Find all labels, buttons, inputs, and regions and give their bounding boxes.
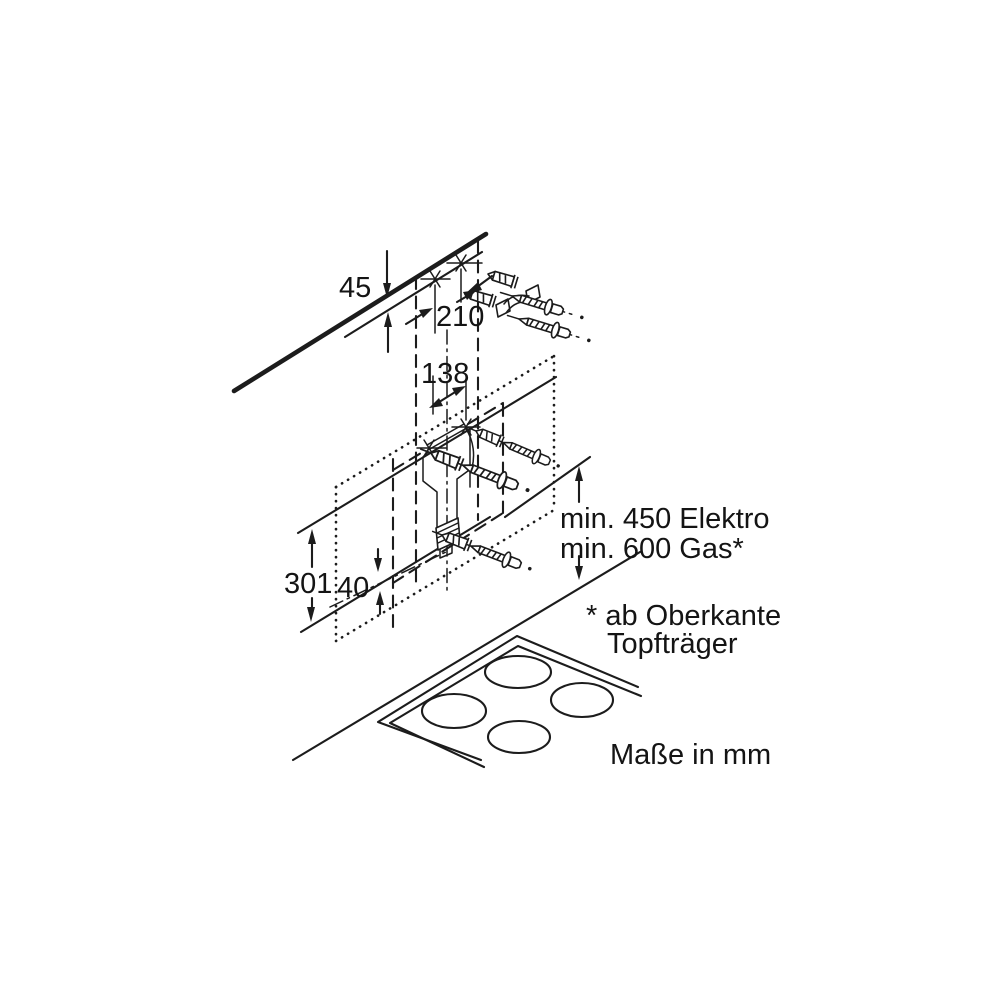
footnote: * ab Oberkante Topfträger <box>586 600 781 660</box>
dimension-210-label: 210 <box>436 301 484 333</box>
clearance-label-line1: min. 450 Elektro <box>560 503 770 535</box>
clearance-dimension: min. 450 Elektro min. 600 Gas* <box>560 466 770 580</box>
dimension-138-label: 138 <box>421 358 469 390</box>
dimension-45-label: 45 <box>339 272 371 304</box>
drill-marks <box>420 254 483 421</box>
hood-front-outline <box>334 354 556 643</box>
burner <box>549 681 615 719</box>
burner <box>420 692 488 730</box>
lower-mounting-line <box>329 551 447 608</box>
dimension-45: 45 <box>339 249 392 354</box>
mounting-screws-middle <box>418 420 563 499</box>
dimension-138: 138 <box>421 358 469 408</box>
units-note-label: Maße in mm <box>610 739 771 771</box>
units-note: Maße in mm <box>610 739 771 771</box>
dimension-301-label: 301 <box>284 568 332 600</box>
dimension-40-label: 40 <box>337 572 369 604</box>
burner <box>486 719 552 755</box>
footnote-line1: * ab Oberkante <box>586 600 781 632</box>
burner <box>483 654 553 690</box>
cooktop <box>376 634 643 769</box>
hood-back-outline <box>391 401 505 632</box>
counter-edge-line <box>291 550 642 762</box>
clearance-label-line2: min. 600 Gas* <box>560 533 744 565</box>
mounting-screws-top <box>498 285 593 349</box>
dimension-301: 301 <box>284 529 332 622</box>
dimension-40: 40 <box>337 547 384 616</box>
dimension-210: 210 <box>404 290 484 333</box>
footnote-line2: Topfträger <box>607 628 738 660</box>
